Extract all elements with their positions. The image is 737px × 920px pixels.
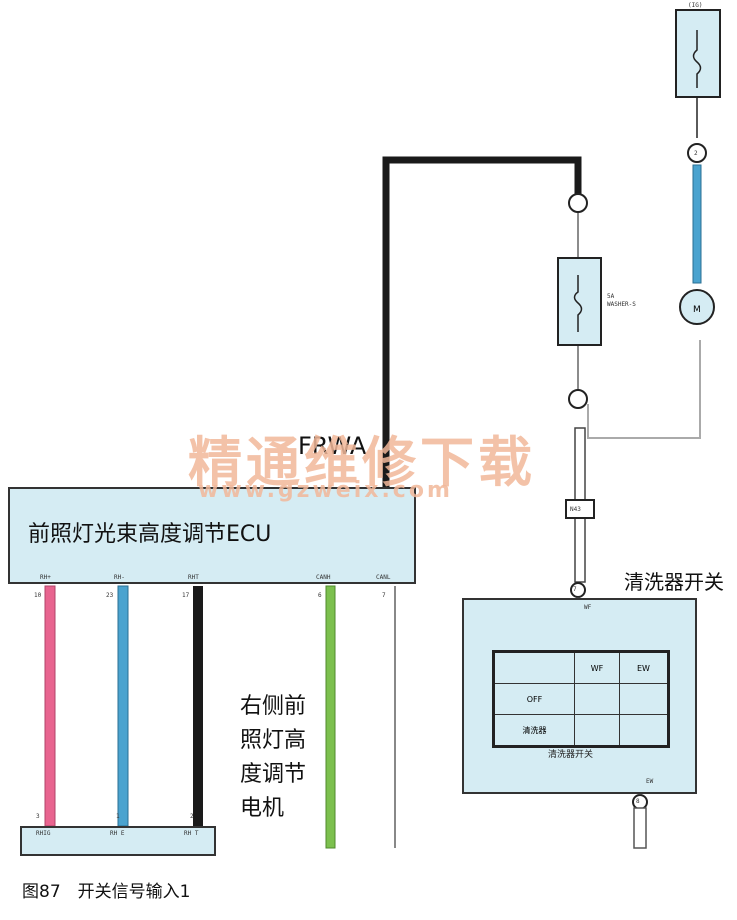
ecu-title: 前照灯光束高度调节ECU: [28, 522, 272, 547]
wire-rh-minus: [117, 585, 129, 827]
table-cell: [618, 683, 670, 715]
ecu-pin-label: CANH: [316, 574, 331, 581]
fuse-name: WASHER-S: [607, 301, 636, 308]
figure-caption: 图87 开关信号输入1: [22, 882, 191, 902]
washer-switch-table: WF EW OFF 清洗器: [492, 650, 670, 748]
svg-text:M: M: [693, 305, 701, 315]
washer-fuse-box: [557, 257, 602, 346]
motor-pin-label: RH E: [110, 830, 125, 837]
ig-fuse-symbol: [692, 30, 702, 88]
ig-fuse-box: [675, 9, 721, 98]
wire-canh: [325, 585, 336, 849]
motor-pin-number: 1: [116, 813, 120, 820]
ecu-pin-label: RHT: [188, 574, 199, 581]
washer-pin-out: EW: [646, 778, 654, 785]
table-row-label: 清洗器: [493, 714, 575, 747]
washer-switch-inner-caption: 清洗器开关: [548, 750, 594, 760]
ecu-pin-number: 10: [34, 592, 42, 599]
blue-wire-top: [692, 164, 702, 284]
branch-wire: [587, 340, 701, 439]
motor-pin-number: 2: [190, 813, 194, 820]
ecu-pin-label: RH-: [114, 574, 125, 581]
fuse-rating: 5A: [607, 293, 615, 300]
watermark-url: www.gzweix.com: [198, 478, 453, 503]
n43-junction: [565, 499, 595, 519]
ecu-pin-label: RH+: [40, 574, 51, 581]
ew-out-wire: [633, 807, 647, 849]
pump-motor-icon: [679, 289, 715, 325]
connector-ig-icon: [687, 143, 707, 163]
ecu-pin-number: 7: [382, 592, 386, 599]
wire-n43-to-switch: [574, 517, 586, 583]
wire-to-n43: [574, 427, 586, 501]
table-header: [493, 651, 575, 684]
motor-pin-label: RHIG: [36, 830, 51, 837]
table-cell: [574, 714, 620, 747]
table-header: WF: [574, 651, 620, 684]
n43-label: N43: [570, 506, 581, 513]
washer-switch-title: 清洗器开关: [624, 570, 724, 594]
watermark-title: 精通维修下载: [188, 431, 536, 494]
washer-pin-out-number: 8: [636, 798, 640, 805]
washer-pin-number: 7: [573, 586, 577, 593]
table-header: EW: [618, 651, 670, 684]
frwa-label: FRWA: [298, 432, 367, 460]
wire-rh-plus: [44, 585, 56, 827]
ecu-pin-number: 23: [106, 592, 114, 599]
frwa-wire: [382, 156, 582, 487]
ig-pin: 2: [694, 150, 698, 157]
table-cell: [574, 683, 620, 715]
washer-fuse-symbol: [573, 275, 583, 332]
motor-label: 右侧前照灯高度调节电机: [240, 694, 307, 821]
ecu-pin-number: 6: [318, 592, 322, 599]
table-row-label: OFF: [493, 683, 575, 715]
ecu-pin-number: 17: [182, 592, 190, 599]
table-cell: [618, 714, 670, 747]
ig-label: (IG): [688, 2, 703, 9]
leveling-motor-connector: [20, 826, 216, 856]
headlamp-leveling-ecu: [8, 487, 416, 584]
washer-pin-in: WF: [584, 604, 592, 611]
connector-2-icon: [568, 389, 588, 409]
wire-rht: [193, 586, 203, 826]
connector-1-icon: [568, 193, 588, 213]
motor-pin-label: RH T: [184, 830, 199, 837]
ecu-pin-label: CANL: [376, 574, 391, 581]
motor-pin-number: 3: [36, 813, 40, 820]
